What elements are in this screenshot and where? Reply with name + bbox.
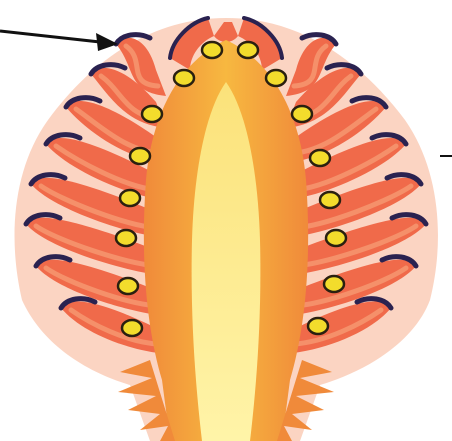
ovule <box>118 278 138 294</box>
ovule <box>324 276 344 292</box>
ovule <box>120 190 140 206</box>
ovule <box>292 106 312 122</box>
pointer-arrow <box>0 31 118 51</box>
ovule <box>308 318 328 334</box>
ovule <box>130 148 150 164</box>
ovule <box>142 106 162 122</box>
ovule <box>266 70 286 86</box>
ovule <box>326 230 346 246</box>
ovule <box>122 320 142 336</box>
ovule <box>202 42 222 58</box>
ovule <box>238 42 258 58</box>
ovule <box>320 192 340 208</box>
ovule <box>174 70 194 86</box>
ovule <box>310 150 330 166</box>
ovule <box>116 230 136 246</box>
